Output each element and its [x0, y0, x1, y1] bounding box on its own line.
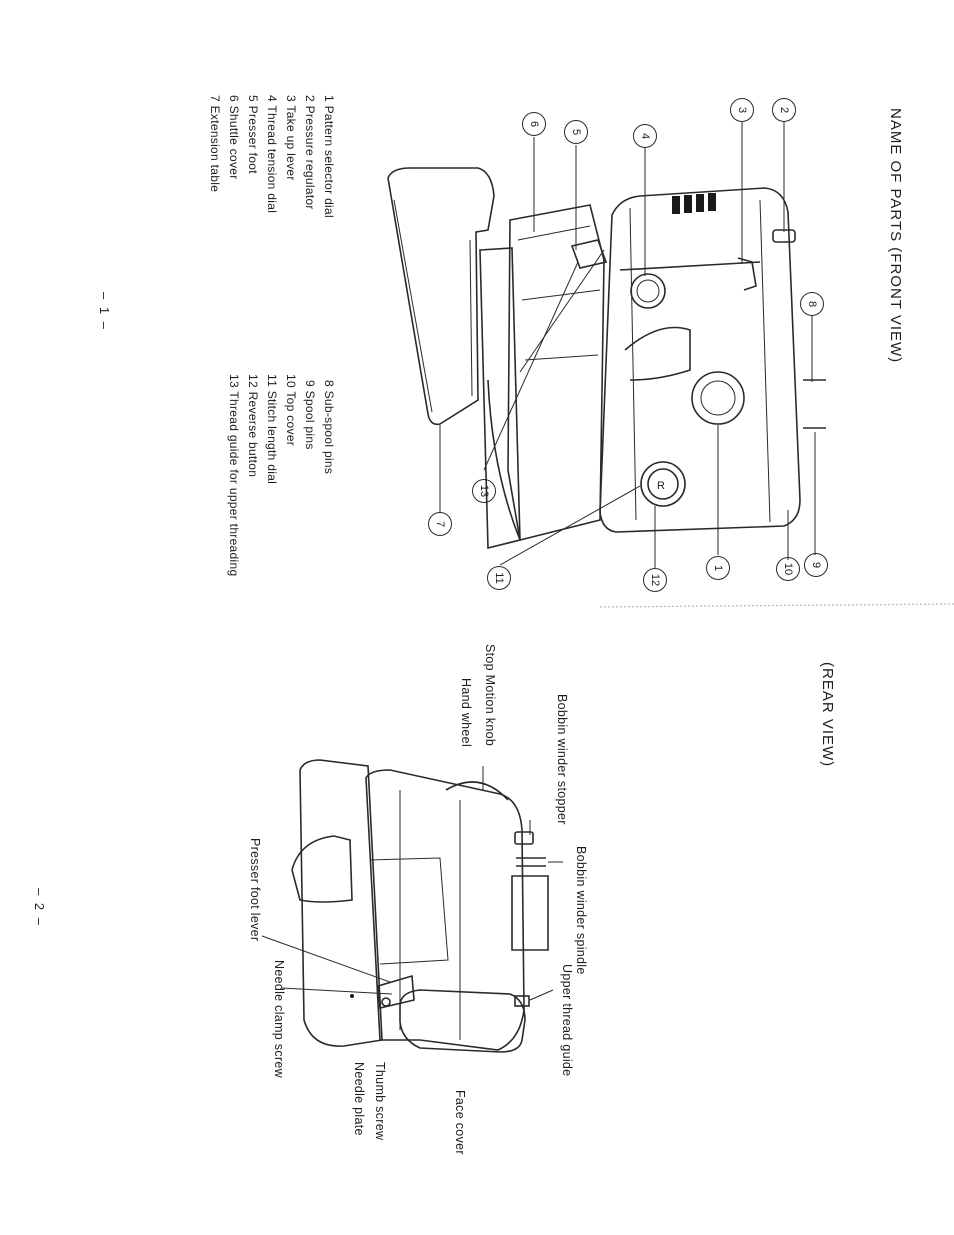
upper-thread-guide-icon [514, 995, 530, 1007]
rear-view-title: (REAR VIEW) [819, 662, 836, 768]
callout-7: 7 [428, 512, 452, 536]
label-upper-thread-guide: Upper thread guide [560, 964, 574, 1077]
part-list-item: 11 Stitch length dial [265, 374, 279, 485]
label-face-cover: Face cover [453, 1090, 467, 1155]
part-list-item: 1 Pattern selector dial [322, 95, 336, 218]
front-view-machine: R [387, 167, 826, 550]
thread-tension-dial-icon [630, 273, 666, 309]
callout-8: 8 [800, 292, 824, 316]
part-list-item: 13 Thread guide for upper threading [227, 374, 241, 577]
extension-table-icon [387, 167, 495, 426]
label-presser-foot-lever: Presser foot lever [248, 838, 262, 942]
thumb-screw-icon [381, 997, 391, 1007]
label-bobbin-winder-spindle: Bobbin winder spindle [574, 846, 588, 975]
callout-12: 12 [643, 568, 667, 592]
hand-wheel-icon [445, 781, 509, 801]
label-thumb-screw: Thumb screw [373, 1062, 387, 1141]
face-cover-icon [399, 989, 526, 1053]
part-list-item: 8 Sub-spool pins [322, 380, 336, 475]
front-view-title: NAME OF PARTS (FRONT VIEW) [887, 108, 904, 364]
callout-2: 2 [772, 98, 796, 122]
callout-11: 11 [487, 566, 511, 590]
part-list-item: 10 Top cover [284, 374, 298, 447]
part-list-item: 9 Spool pins [303, 380, 317, 450]
stitch-length-dial-icon [640, 461, 686, 507]
label-hand-wheel: Hand wheel [459, 678, 473, 748]
page-number: – 1 – [97, 292, 112, 331]
label-bobbin-winder-stopper: Bobbin winder stopper [555, 694, 569, 825]
svg-text:R: R [657, 480, 665, 492]
part-list-item: 4 Thread tension dial [265, 95, 279, 214]
presser-foot-lever-icon [377, 974, 415, 1009]
part-list-item: 12 Reverse button [246, 374, 260, 478]
label-needle-clamp-screw: Needle clamp screw [272, 960, 286, 1078]
presser-foot-icon [570, 239, 608, 269]
callout-1: 1 [706, 556, 730, 580]
pattern-selector-dial-icon [691, 371, 745, 425]
callout-6: 6 [522, 112, 546, 136]
page-number: – 2 – [32, 888, 47, 927]
part-list-item: 5 Presser foot [246, 95, 260, 174]
part-list-item: 2 Pressure regulator [303, 95, 317, 210]
callout-3: 3 [730, 98, 754, 122]
label-stop-motion-knob: Stop Motion knob [483, 644, 497, 747]
rear-callout-leaders [261, 766, 563, 1001]
take-up-lever-icon [737, 257, 757, 291]
page-divider [599, 603, 954, 608]
vent-slots-icon [672, 193, 716, 214]
callout-10: 10 [776, 557, 800, 581]
callout-9: 9 [804, 553, 828, 577]
rear-view-machine [291, 759, 549, 1053]
front-callout-leaders [439, 122, 816, 568]
callout-13: 13 [472, 479, 496, 503]
part-list-item: 7 Extension table [208, 95, 222, 193]
part-list-item: 3 Take up lever [284, 95, 298, 181]
bobbin-winder-stopper-icon [514, 831, 534, 845]
callout-4: 4 [633, 124, 657, 148]
label-needle-plate: Needle plate [352, 1062, 366, 1136]
callout-5: 5 [564, 120, 588, 144]
part-list-item: 6 Shuttle cover [227, 95, 241, 180]
